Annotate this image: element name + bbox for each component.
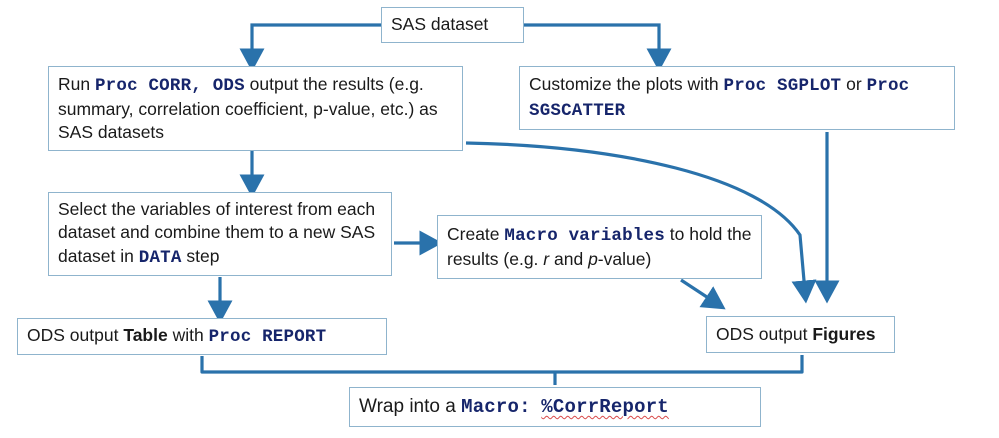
node-sas-dataset-text: SAS dataset <box>382 13 523 36</box>
table-code-proc-report: Proc REPORT <box>208 326 327 347</box>
select-code-data: DATA <box>138 247 182 268</box>
table-seg2: with <box>167 324 209 345</box>
edge-sas-to-customize <box>524 23 672 72</box>
table-bold-table: Table <box>123 324 168 345</box>
wrap-space <box>531 396 542 417</box>
table-seg1: ODS output <box>27 324 124 345</box>
node-wrap-into-macro[interactable]: Wrap into a Macro: %CorrReport <box>349 387 761 427</box>
node-create-macro-variables[interactable]: Create Macro variables to hold the resul… <box>437 215 762 279</box>
macro-code-macro-variables: Macro variables <box>504 225 665 246</box>
customize-code-proc-sgscatter: Proc SGSCATTER <box>529 75 910 121</box>
node-run-proc-corr[interactable]: Run Proc CORR, ODS output the results (e… <box>48 66 463 151</box>
figures-bold-figures: Figures <box>812 323 876 344</box>
edge-sas-to-run-corr <box>239 23 381 72</box>
node-ods-output-table-text: ODS output Table with Proc REPORT <box>18 324 386 349</box>
wrap-code-macro: Macro: <box>461 395 531 418</box>
customize-code-proc-sgplot: Proc SGPLOT <box>723 75 842 96</box>
macro-seg3: and <box>549 249 589 269</box>
select-seg2: step <box>181 245 220 266</box>
figures-seg1: ODS output <box>716 323 813 344</box>
run-corr-code-proc-corr-ods: Proc CORR, ODS <box>94 75 245 96</box>
edge-table-and-figures-to-wrap <box>200 355 804 374</box>
select-seg1: Select the variables of interest from ea… <box>58 199 376 266</box>
macro-italic-p: p <box>588 249 598 269</box>
node-select-variables-text: Select the variables of interest from ea… <box>49 198 391 269</box>
run-corr-seg2: output the results (e.g. summary, correl… <box>58 73 438 143</box>
node-ods-output-figures-text: ODS output Figures <box>707 323 894 346</box>
node-create-macro-variables-text: Create Macro variables to hold the resul… <box>438 223 761 271</box>
node-ods-output-figures[interactable]: ODS output Figures <box>706 316 895 353</box>
wrap-code-corrreport: %CorrReport <box>541 395 669 418</box>
wrap-seg1: Wrap into a <box>359 395 462 417</box>
macro-seg4: -value) <box>597 249 652 269</box>
sas-dataset-label: SAS dataset <box>391 14 489 35</box>
node-select-variables[interactable]: Select the variables of interest from ea… <box>48 192 392 276</box>
node-ods-output-table[interactable]: ODS output Table with Proc REPORT <box>17 318 387 355</box>
node-wrap-into-macro-text: Wrap into a Macro: %CorrReport <box>350 394 760 420</box>
customize-seg2: or <box>841 73 867 94</box>
node-customize-plots[interactable]: Customize the plots with Proc SGPLOT or … <box>519 66 955 130</box>
node-run-proc-corr-text: Run Proc CORR, ODS output the results (e… <box>49 73 462 144</box>
edge-create-macro-to-figures <box>680 278 726 310</box>
macro-seg1: Create <box>447 223 505 244</box>
node-customize-plots-text: Customize the plots with Proc SGPLOT or … <box>520 73 954 123</box>
customize-seg1: Customize the plots with <box>529 73 724 94</box>
run-corr-seg1: Run <box>58 73 95 94</box>
node-sas-dataset[interactable]: SAS dataset <box>381 7 524 43</box>
